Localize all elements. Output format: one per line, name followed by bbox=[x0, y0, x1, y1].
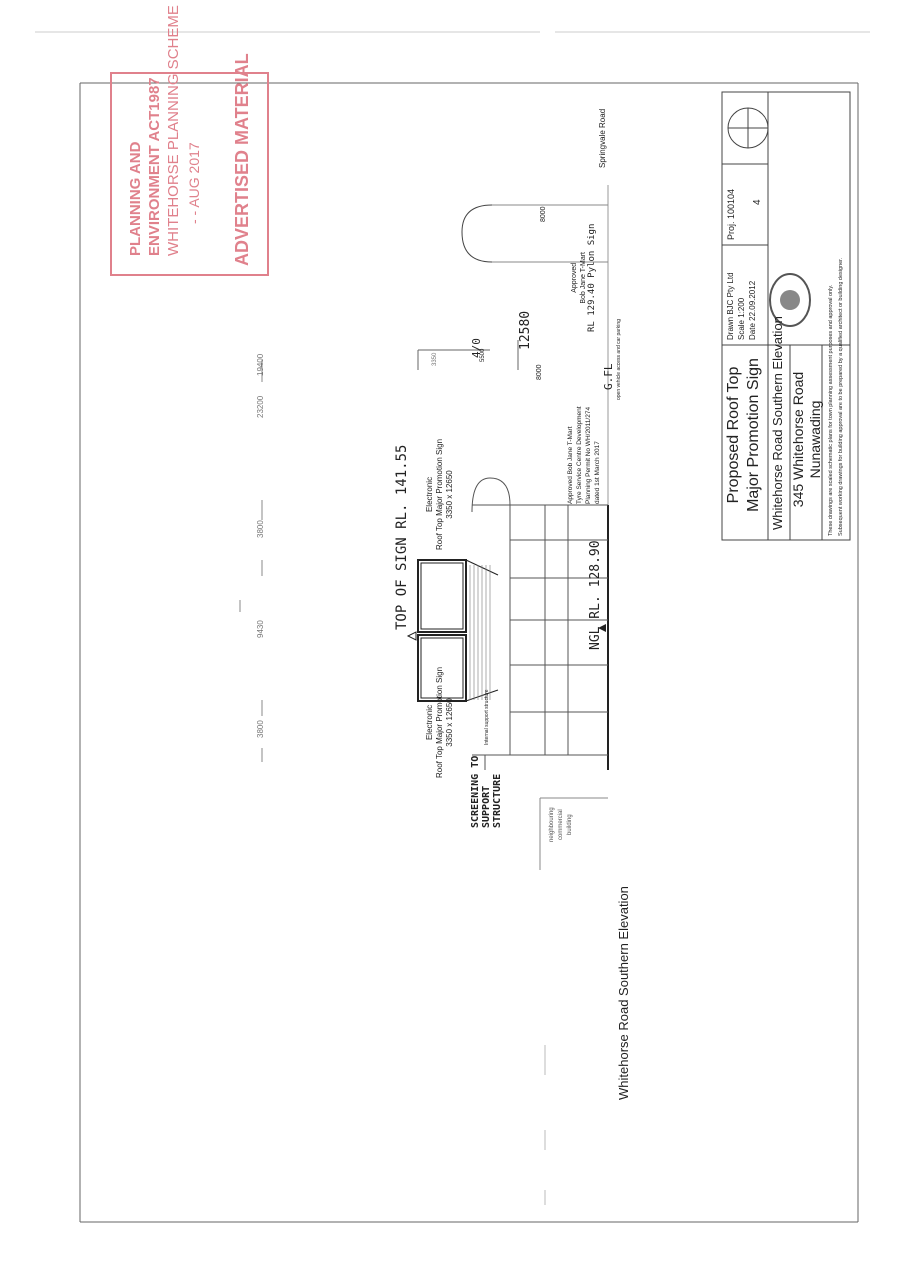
title-line2: Major Promotion Sign bbox=[745, 358, 762, 512]
title-block-info: Drawn BJC Pty Ltd Scale 1:200 Date 22.09… bbox=[725, 272, 758, 340]
title-block-title: Proposed Roof Top Major Promotion Sign bbox=[724, 350, 764, 520]
pylon-label: Approved Bob Jane T-Mart RL 129.40 Pylon… bbox=[570, 224, 597, 332]
gfl-label: G.FL bbox=[602, 363, 615, 391]
approved-dev-label: Approved Bob Jane T-Mart Tyre Service Ce… bbox=[566, 406, 602, 504]
approved-dev-line3: Planning Permit No WH/2011/274 bbox=[585, 406, 592, 504]
ngl-label: NGL RL. 128.90 bbox=[588, 540, 603, 650]
neighbouring-line2: commercial bbox=[558, 809, 564, 840]
sign-panels bbox=[417, 559, 467, 702]
title-line1: Proposed Roof Top bbox=[725, 366, 742, 504]
neighbouring-line1: neighbouring bbox=[549, 807, 555, 842]
sheet-number: 4 bbox=[752, 199, 763, 205]
drawn-by: Drawn BJC Pty Ltd bbox=[726, 272, 735, 340]
dim-12580: 12580 bbox=[518, 310, 533, 350]
date: Date 22.09.2012 bbox=[748, 280, 757, 340]
screening-line3: STRUCTURE bbox=[492, 773, 503, 828]
approved-dev-line2: Tyre Service Centre Development bbox=[576, 406, 583, 504]
dim-3350: 3350 bbox=[432, 352, 438, 366]
scale: Scale 1:200 bbox=[737, 297, 746, 340]
project-number: Proj. 100104 bbox=[726, 188, 736, 240]
drawing-title: Whitehorse Road Southern Elevation bbox=[616, 886, 631, 1100]
sign-label-left: Electronic Roof Top Major Promotion Sign… bbox=[425, 667, 455, 778]
dim-right: 19400 bbox=[256, 353, 265, 376]
dim-overall: 23200 bbox=[256, 395, 265, 418]
sign-right-line1: Electronic bbox=[425, 476, 434, 513]
springvale-road-label: Springvale Road bbox=[598, 108, 607, 168]
stamp-line1: PLANNING AND bbox=[127, 141, 144, 256]
sign-label-right: Electronic Roof Top Major Promotion Sign… bbox=[425, 439, 455, 550]
open-vehicle-label: open vehicle access and car parking bbox=[616, 319, 622, 400]
title-block-notes: These drawings are scaled schematic plan… bbox=[826, 258, 846, 536]
top-of-sign-label: TOP OF SIGN RL. 141.55 bbox=[394, 444, 410, 630]
neighbouring-label: neighbouring commercial building bbox=[548, 807, 575, 842]
title-block-frame bbox=[721, 91, 851, 541]
approved-dev-line4: dated 1st March 2017 bbox=[594, 441, 601, 504]
sign-right-line2: Roof Top Major Promotion Sign bbox=[435, 438, 444, 550]
dim-8000a: 8000 bbox=[536, 364, 543, 380]
title-block-address: 345 Whitehorse Road Nunawading bbox=[790, 357, 824, 522]
bob-jane-logo bbox=[769, 273, 811, 327]
approved-dev-line1: Approved Bob Jane T-Mart bbox=[567, 426, 574, 504]
note-line1: These drawings are scaled schematic plan… bbox=[828, 284, 834, 536]
stamp-label: ADVERTISED MATERIAL bbox=[232, 53, 252, 266]
dim-seg3: 3800 bbox=[256, 720, 265, 738]
pylon-line1: Approved bbox=[571, 262, 578, 293]
sign-left-line1: Electronic bbox=[425, 704, 434, 741]
dim-seg1: 3800 bbox=[256, 520, 265, 538]
dim-8000b: 8000 bbox=[540, 206, 547, 222]
dim-seg2: 9430 bbox=[256, 620, 265, 638]
title-block-subtitle: Whitehorse Road Southern Elevation bbox=[770, 316, 785, 530]
internal-support-label: Internal support structure bbox=[484, 689, 490, 745]
pylon-arc bbox=[461, 204, 493, 263]
building-elevation bbox=[471, 477, 608, 770]
stamp-line2: ENVIRONMENT ACT1987 bbox=[146, 77, 163, 256]
screening-line2: SUPPORT bbox=[481, 785, 492, 828]
screening-line1: SCREENING TO bbox=[470, 755, 481, 828]
neighbouring-line3: building bbox=[567, 814, 573, 835]
sign-left-line3: 3350 x 12650 bbox=[445, 698, 454, 747]
note-line2: Subsequent working drawings for building… bbox=[838, 257, 844, 536]
pylon-line3: RL 129.40 Pylon Sign bbox=[587, 223, 597, 332]
address-line1: 345 Whitehorse Road bbox=[790, 371, 806, 508]
screening-label: SCREENING TO SUPPORT STRUCTURE bbox=[470, 756, 503, 828]
stamp-date: - - AUG 2017 bbox=[186, 142, 202, 224]
stamp-line3: WHITEHORSE PLANNING SCHEME bbox=[165, 5, 182, 256]
sign-right-line3: 3350 x 12650 bbox=[445, 470, 454, 519]
sign-left-line2: Roof Top Major Promotion Sign bbox=[435, 666, 444, 778]
planning-stamp: PLANNING AND ENVIRONMENT ACT1987 WHITEHO… bbox=[110, 5, 269, 276]
address-line2: Nunawading bbox=[807, 400, 823, 479]
dim-5500: 5500 bbox=[480, 348, 486, 362]
